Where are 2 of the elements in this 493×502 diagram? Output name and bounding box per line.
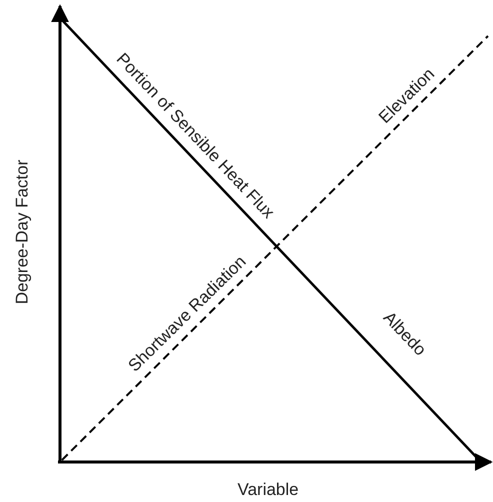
axis-label: Degree-Day Factor: [12, 160, 32, 304]
axis-label: Variable: [238, 480, 299, 500]
